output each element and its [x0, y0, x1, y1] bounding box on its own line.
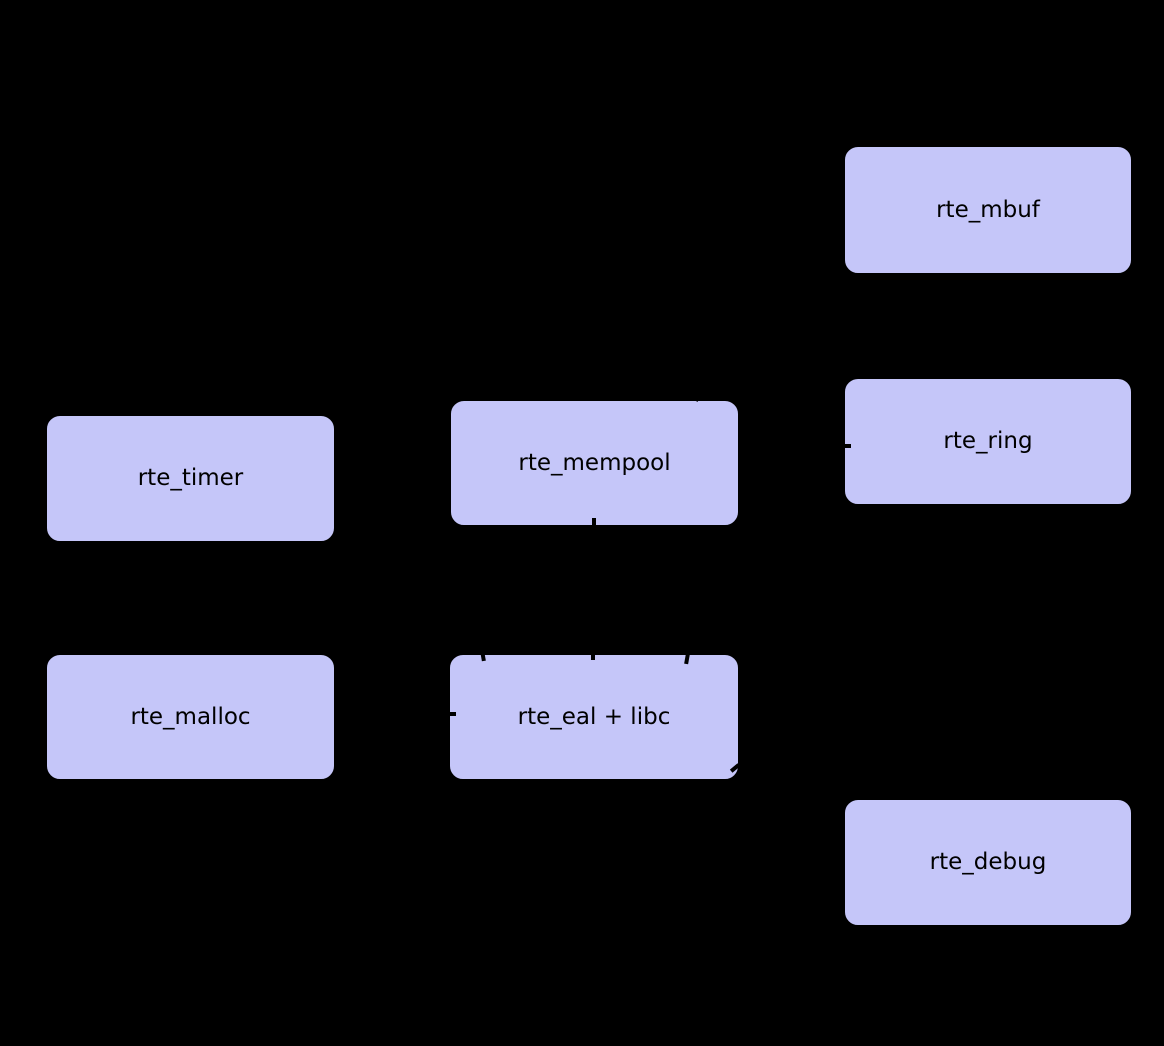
node-label: rte_ring [943, 428, 1033, 454]
node-rte_eal_libc: rte_eal + libc [448, 653, 740, 781]
node-rte_mempool: rte_mempool [449, 399, 740, 527]
node-label: rte_mbuf [936, 196, 1040, 223]
arrowhead-mark [446, 712, 456, 716]
node-label: rte_eal + libc [517, 703, 671, 730]
arrowhead-mark [591, 650, 595, 660]
node-rte_debug: rte_debug [843, 798, 1133, 927]
arrowhead-mark [592, 518, 596, 528]
node-label: rte_malloc [130, 703, 251, 730]
node-rte_mbuf: rte_mbuf [843, 145, 1133, 275]
node-label: rte_debug [929, 849, 1047, 875]
node-rte_malloc: rte_malloc [45, 653, 336, 781]
arrowhead-mark [841, 444, 851, 448]
node-rte_timer: rte_timer [45, 414, 336, 543]
node-label: rte_mempool [518, 449, 671, 476]
node-rte_ring: rte_ring [843, 377, 1133, 506]
node-label: rte_timer [137, 465, 244, 491]
